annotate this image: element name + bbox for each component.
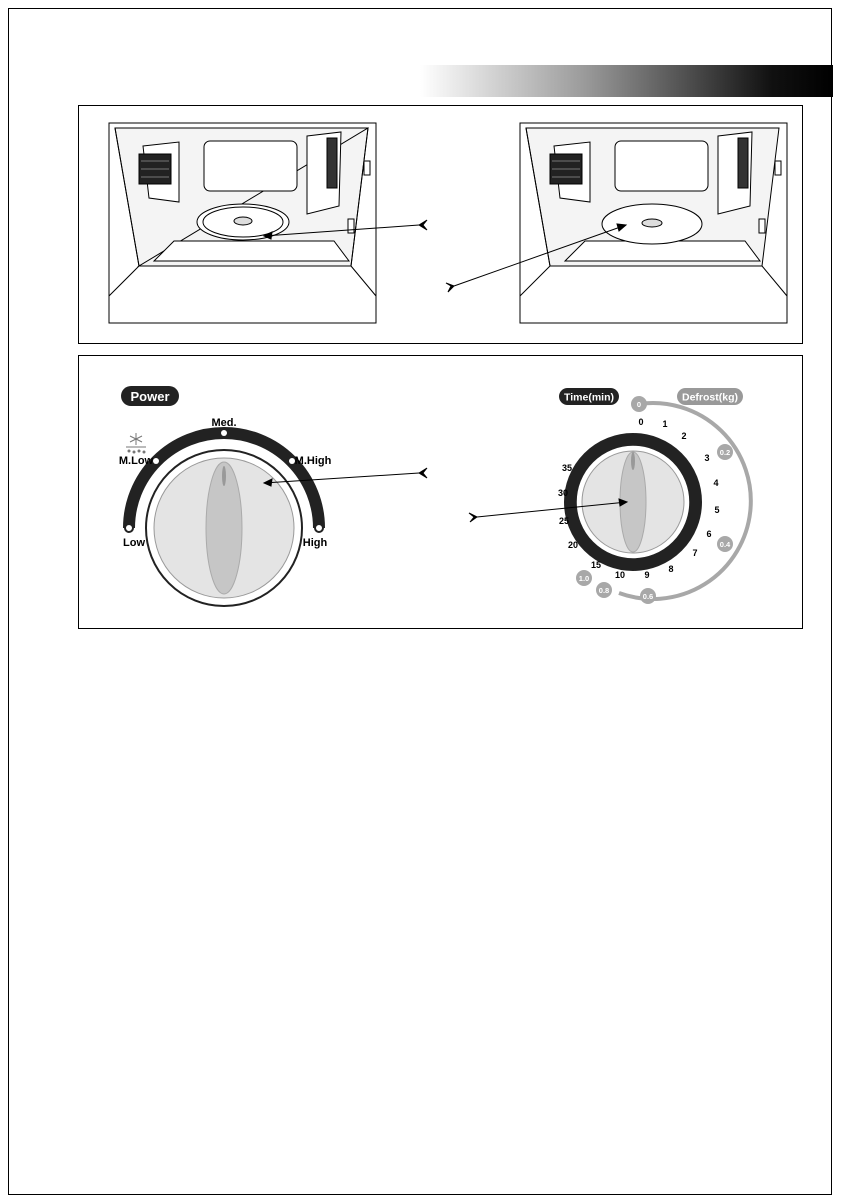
snowflake-defrost-icon <box>126 433 146 453</box>
time-label: 15 <box>591 560 601 570</box>
time-label: 25 <box>559 516 569 526</box>
control-dials-panel: Power M.Low Med. M.High Low High <box>78 355 803 629</box>
time-label: 4 <box>713 478 718 488</box>
power-label-m-low: M.Low <box>119 455 154 467</box>
defrost-label: 0.2 <box>720 448 730 457</box>
time-label: 6 <box>706 529 711 539</box>
power-badge: Power <box>130 389 169 404</box>
time-label: 3 <box>704 453 709 463</box>
time-label: 9 <box>644 570 649 580</box>
defrost-label: 0.6 <box>643 592 653 601</box>
time-label: 2 <box>681 431 686 441</box>
time-label: 10 <box>615 570 625 580</box>
time-label: 5 <box>714 505 719 515</box>
time-label: 7 <box>692 548 697 558</box>
defrost-label: 1.0 <box>579 574 589 583</box>
defrost-label: 0.8 <box>599 586 609 595</box>
power-dial: Power M.Low Med. M.High Low High <box>119 386 332 606</box>
oven-interior-without-ring <box>520 123 787 323</box>
header-gradient-bar <box>420 65 833 97</box>
time-label: 0 <box>638 417 643 427</box>
time-label: 20 <box>568 540 578 550</box>
time-label: 30 <box>558 488 568 498</box>
defrost-badge: Defrost(kg) <box>682 392 738 404</box>
time-badge: Time(min) <box>564 392 614 404</box>
power-label-m-high: M.High <box>295 455 332 467</box>
turntable-illustration-panel <box>78 105 803 344</box>
oven-interior-illustrations <box>79 106 804 345</box>
timer-dial: Time(min) Defrost(kg) 0 1 2 3 4 5 67 8 9 10 15 20 25… <box>558 388 751 604</box>
power-label-med: Med. <box>211 417 236 429</box>
oven-interior-with-ring <box>109 123 376 323</box>
power-label-low: Low <box>123 537 145 549</box>
time-label: 1 <box>662 419 667 429</box>
defrost-label: 0 <box>637 400 641 409</box>
time-label: 35 <box>562 463 572 473</box>
power-label-high: High <box>303 537 328 549</box>
time-label: 8 <box>668 564 673 574</box>
dials-illustration: Power M.Low Med. M.High Low High <box>79 356 804 630</box>
defrost-label: 0.4 <box>720 540 731 549</box>
